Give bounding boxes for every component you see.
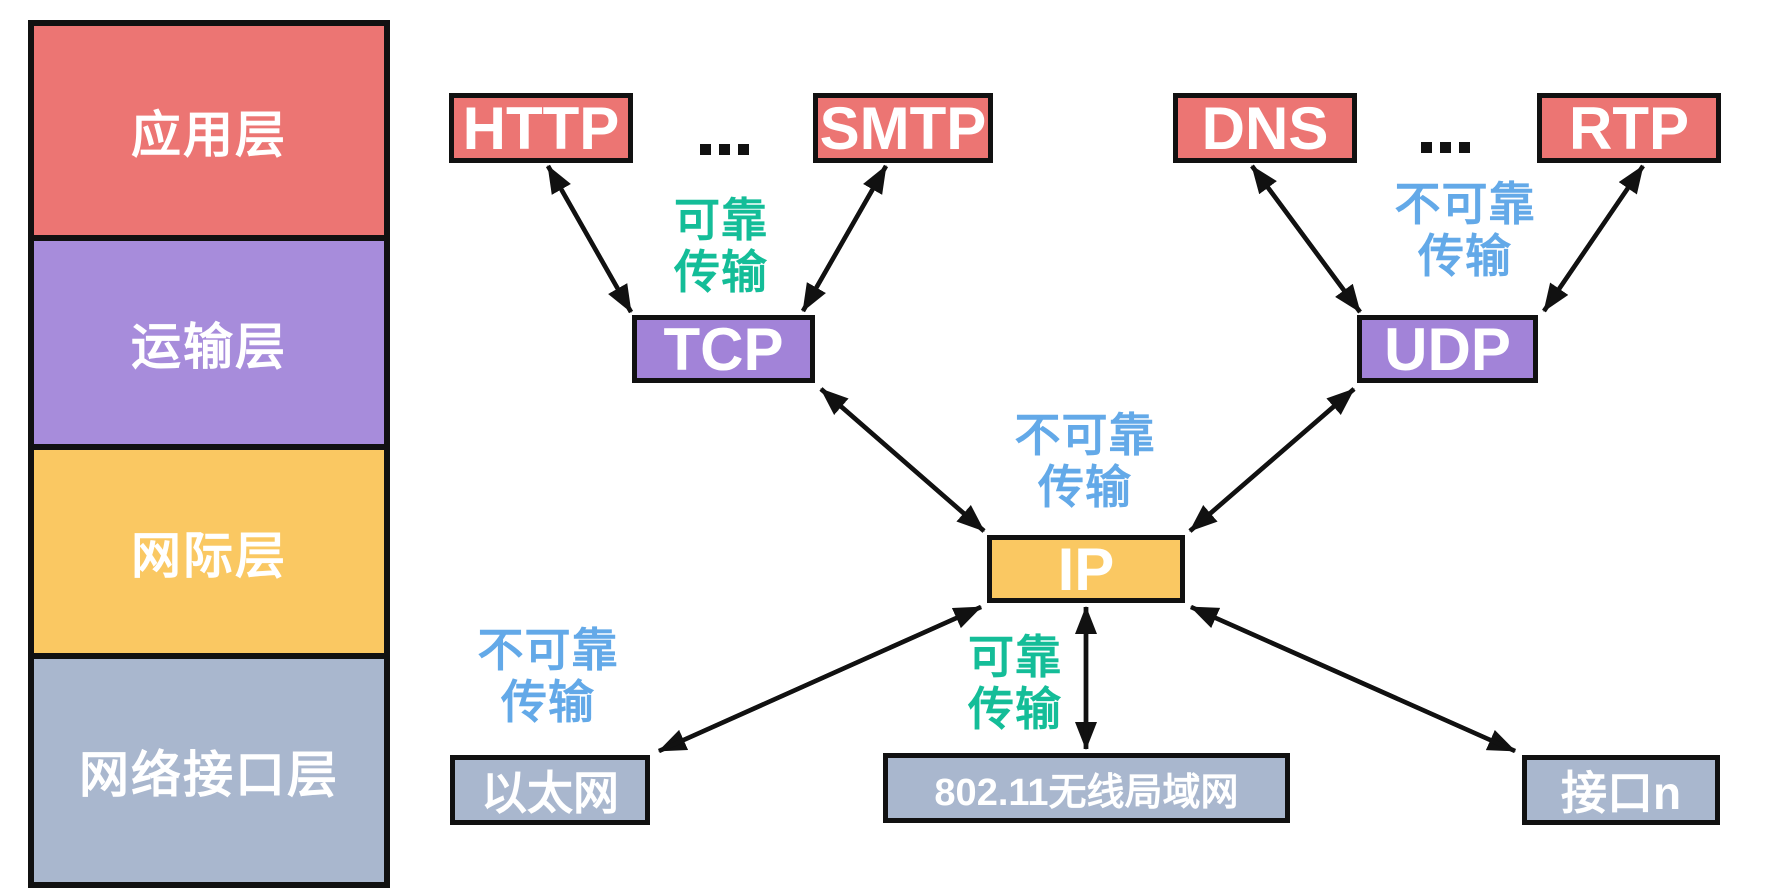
- layer-transport-label: 运输层: [131, 318, 287, 375]
- annotation-wlan-reliable: 可靠 传输: [890, 631, 1140, 735]
- annotation-line: 传输: [501, 676, 595, 728]
- layer-transport: 运输层: [34, 235, 384, 444]
- annotation-line: 可靠: [968, 631, 1062, 683]
- double-arrow-udp-ip: [1188, 387, 1356, 533]
- annotation-line: 可靠: [674, 194, 768, 246]
- annotation-udp-unreliable: 不可靠 传输: [1340, 178, 1590, 282]
- protocol-box-dns: DNS: [1173, 93, 1357, 163]
- annotation-ip-unreliable: 不可靠 传输: [960, 409, 1210, 513]
- double-arrow-ip-interface-n: [1190, 604, 1516, 754]
- double-arrow-smtp-tcp: [801, 164, 888, 313]
- ellipsis-icon: [700, 144, 749, 155]
- annotation-tcp-reliable: 可靠 传输: [596, 194, 846, 298]
- layer-application-label: 应用层: [131, 106, 287, 163]
- ellipsis-icon: [1421, 142, 1470, 153]
- double-arrow-tcp-ip: [819, 387, 986, 533]
- layer-application: 应用层: [34, 26, 384, 235]
- double-arrow-ip-ethernet: [658, 604, 982, 754]
- layer-internet: 网际层: [34, 444, 384, 653]
- double-arrow-dns-udp: [1250, 164, 1362, 314]
- annotation-line: 传输: [968, 683, 1062, 735]
- protocol-box-smtp: SMTP: [813, 93, 993, 163]
- protocol-box-ip: IP: [987, 535, 1185, 603]
- layer-network-interface-label: 网络接口层: [79, 746, 339, 803]
- layer-stack: 应用层 运输层 网际层 网络接口层: [28, 20, 390, 888]
- annotation-line: 不可靠: [477, 624, 619, 676]
- annotation-line: 传输: [1038, 461, 1132, 513]
- protocol-box-ethernet: 以太网: [450, 755, 650, 825]
- annotation-ethernet-unreliable: 不可靠 传输: [423, 624, 673, 728]
- protocol-box-tcp: TCP: [632, 315, 815, 383]
- protocol-box-http: HTTP: [449, 93, 633, 163]
- annotation-line: 不可靠: [1014, 409, 1156, 461]
- layer-internet-label: 网际层: [131, 527, 287, 584]
- annotation-line: 不可靠: [1394, 178, 1536, 230]
- layer-network-interface: 网络接口层: [34, 653, 384, 882]
- protocol-box-udp: UDP: [1357, 315, 1538, 383]
- annotation-line: 传输: [1418, 230, 1512, 282]
- protocol-box-rtp: RTP: [1537, 93, 1721, 163]
- double-arrow-rtp-udp: [1542, 164, 1645, 313]
- annotation-line: 传输: [674, 246, 768, 298]
- protocol-box-interface-n: 接口n: [1522, 755, 1720, 825]
- protocol-box-wlan: 802.11无线局域网: [883, 753, 1290, 823]
- double-arrow-http-tcp: [546, 164, 633, 314]
